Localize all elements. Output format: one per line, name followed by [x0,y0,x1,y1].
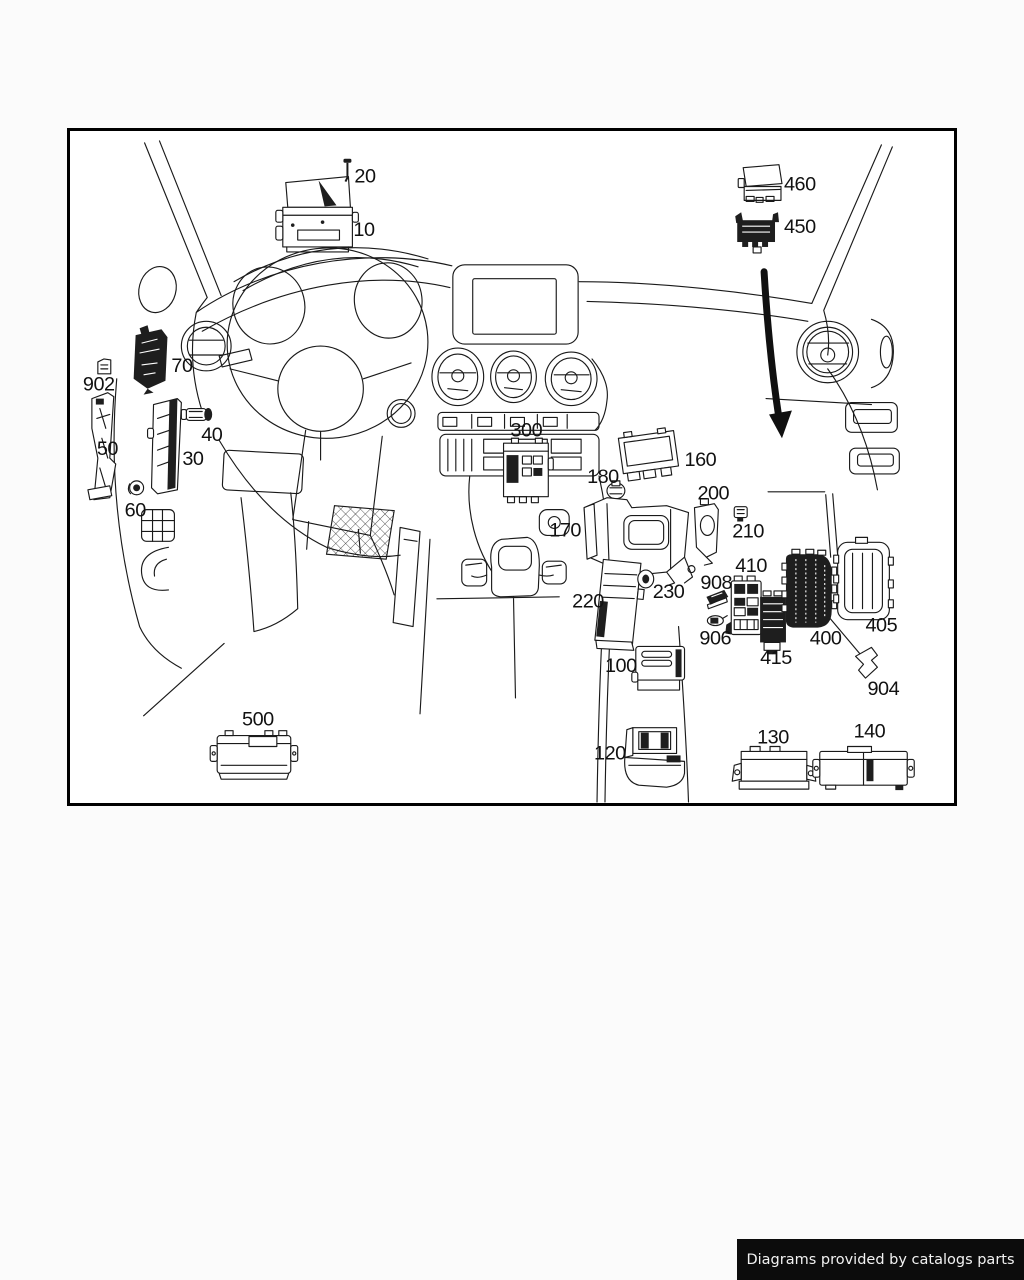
part-300 [502,437,554,504]
footrest-mat [325,505,395,560]
part-label-40: 40 [201,424,223,446]
part-label-405: 405 [866,615,898,637]
start-button [386,399,416,428]
part-label-100: 100 [605,655,637,677]
part-label-10: 10 [353,219,375,241]
airbag-hub [277,345,364,432]
part-label-170: 170 [549,519,581,541]
credit-bar: Diagrams provided by catalogs parts [737,1239,1024,1280]
part-210 [733,506,748,522]
part-label-906: 906 [699,627,731,649]
right-vent [796,320,860,384]
part-label-220: 220 [572,591,604,613]
part-500 [209,730,299,780]
center-display [452,264,579,345]
right-dash-endcap [879,335,893,369]
part-label-20: 20 [354,166,376,188]
seat-wing-right [541,560,567,585]
headrest [490,536,540,598]
part-label-60: 60 [125,500,147,522]
part-410 [725,575,762,636]
part-label-460: 460 [784,173,816,195]
part-130 [731,745,817,790]
part-label-400: 400 [810,627,842,649]
part-label-210: 210 [732,520,764,542]
part-450 [735,212,779,254]
door-pocket [141,509,175,542]
part-label-450: 450 [784,216,816,238]
part-904 [854,646,879,679]
seat [461,536,567,598]
part-60 [127,480,145,496]
shifter [538,509,570,536]
part-20-screw [343,158,352,182]
part-10 [275,176,359,253]
credit-text: Diagrams provided by catalogs parts [746,1251,1015,1268]
left-mirror-shape [138,266,177,314]
part-908 [706,589,729,610]
part-405 [833,536,894,621]
part-label-908: 908 [700,572,732,594]
center-vent-3 [544,351,598,407]
part-160 [617,427,680,482]
part-label-140: 140 [854,721,886,743]
center-vent-1 [431,347,485,407]
part-30 [146,398,182,495]
footwell [141,505,690,803]
seat-wing-left [461,558,488,587]
left-vent [180,320,232,372]
instrument-cowl [233,247,429,292]
switch-strip [437,411,600,431]
center-vent-2 [490,350,537,404]
part-label-902: 902 [83,374,115,396]
part-120 [624,727,686,788]
display-screen [472,278,557,335]
cabin-structure [113,140,900,717]
part-label-300: 300 [511,419,543,441]
part-460 [737,164,783,203]
part-label-904: 904 [867,678,899,700]
part-label-50: 50 [97,438,119,460]
part-100 [631,645,686,691]
stalk [218,348,253,368]
part-70 [133,325,168,395]
part-40 [180,407,213,421]
part-902 [97,358,112,375]
part-400 [781,548,838,628]
steering-column [292,429,383,554]
part-label-70: 70 [171,355,193,377]
part-180 [606,480,626,500]
part-50 [87,392,117,501]
motion-arrow [760,268,792,439]
part-140 [812,745,915,791]
part-label-130: 130 [757,727,789,749]
steering-wheel [218,247,429,554]
part-label-230: 230 [653,581,685,603]
part-415 [760,590,786,655]
part-label-410: 410 [735,555,767,577]
air-vents [180,320,860,407]
part-170-bracket [583,497,696,587]
leader-400-904 [827,615,861,654]
right-door-switch-upper [845,402,898,433]
part-230 [637,569,655,589]
part-label-30: 30 [182,448,204,470]
part-200 [693,498,719,566]
part-label-500: 500 [242,709,274,731]
part-906 [706,615,728,627]
right-door-switch-lower [849,447,900,475]
part-label-120: 120 [594,742,626,764]
part-label-200: 200 [697,483,729,505]
pedal [392,526,421,628]
knee-panel [221,449,304,495]
part-label-160: 160 [685,449,717,471]
part-label-415: 415 [760,647,792,669]
part-label-180: 180 [587,466,619,488]
